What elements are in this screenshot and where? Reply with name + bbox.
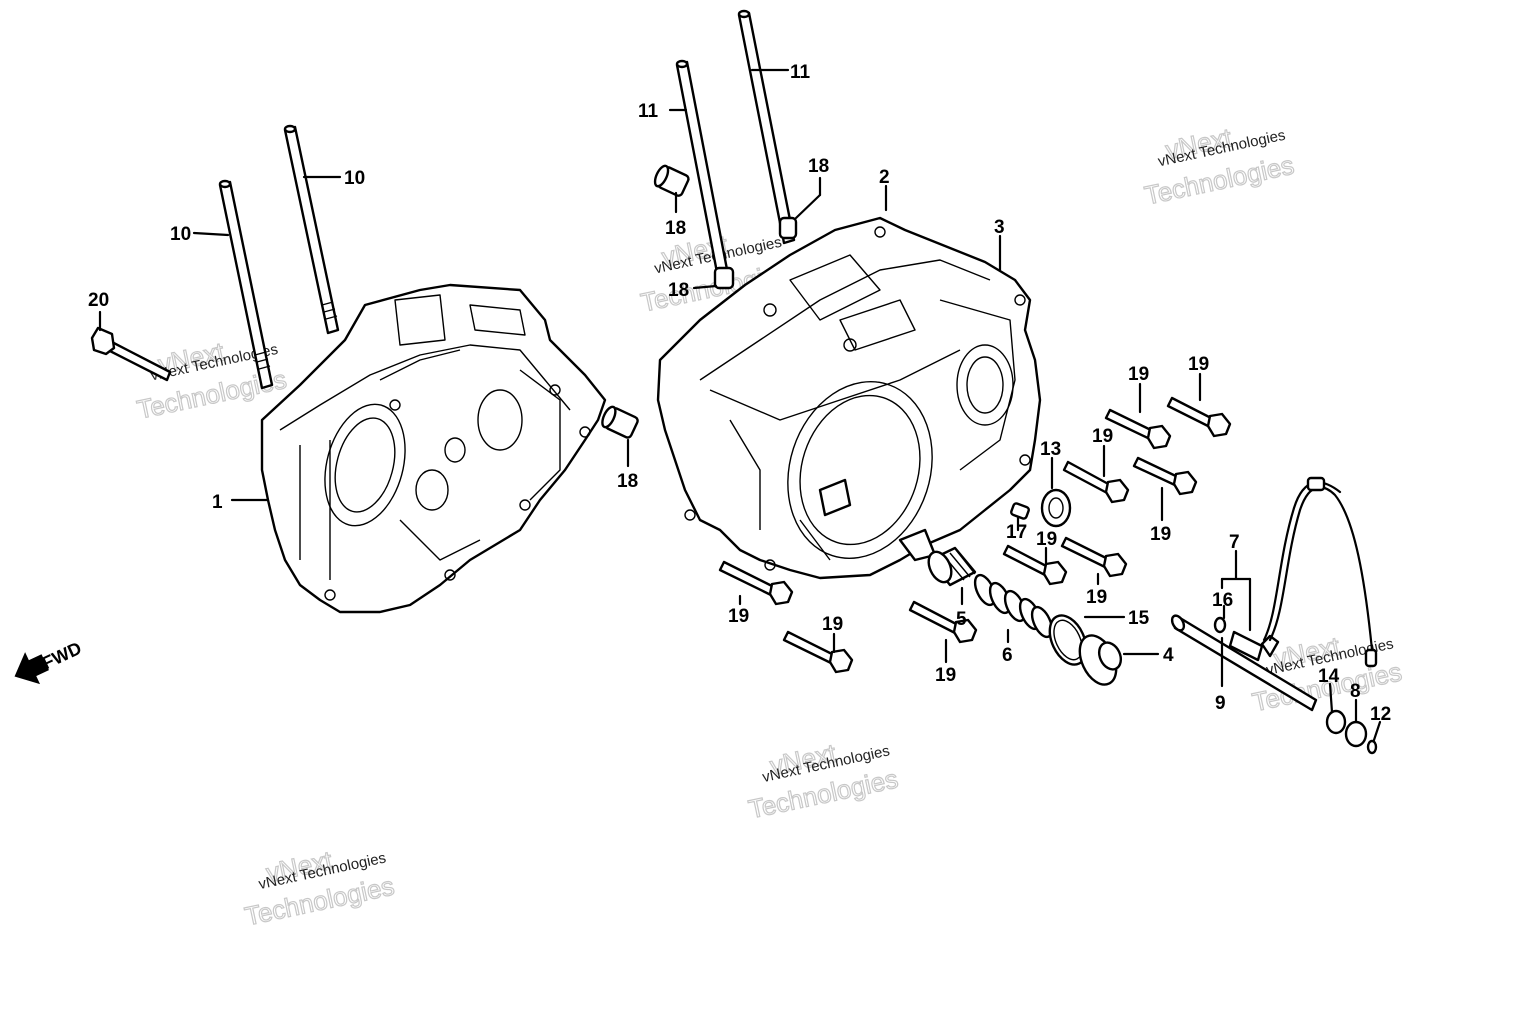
callout-11-left: 11 [638, 101, 659, 122]
small-parts [927, 488, 1123, 686]
stud-11-right [737, 9, 796, 245]
bolt-19-a [1104, 408, 1172, 450]
callout-16: 16 [1212, 590, 1233, 611]
o-ring-15 [1048, 614, 1088, 666]
dowel-pin-18-top [653, 164, 690, 197]
switch-wire [1262, 476, 1378, 668]
callout-20: 20 [88, 290, 109, 311]
watermark-top-right: vNext Technologies vNext Technologies [1141, 121, 1297, 211]
callout-15: 15 [1128, 608, 1150, 629]
leader-lines [98, 68, 1382, 742]
left-crankcase-half [260, 283, 607, 614]
bolt-19-f [1060, 536, 1128, 578]
callout-labels: 1 2 3 4 5 6 7 8 9 12 13 14 15 16 17 20 1… [88, 62, 1391, 725]
shaft-and-switch [1170, 476, 1378, 755]
callout-19-d: 19 [1150, 524, 1171, 545]
bolt-19-c [1062, 460, 1130, 504]
stud-10-right [283, 124, 340, 335]
spring-6 [973, 573, 1054, 639]
bolt-19-g [718, 560, 794, 606]
drain-plug-4 [1078, 634, 1123, 686]
callout-13: 13 [1040, 439, 1061, 460]
callout-11-right: 11 [790, 62, 811, 83]
callout-19-b: 19 [1188, 354, 1209, 375]
collar-14 [1325, 709, 1347, 735]
callout-18-case: 18 [668, 280, 689, 301]
forward-arrow-icon [14, 652, 49, 685]
callout-19-a: 19 [1128, 364, 1149, 385]
forward-label: FWD [39, 638, 85, 673]
callout-12: 12 [1370, 704, 1391, 725]
callout-9: 9 [1215, 693, 1226, 714]
callout-7: 7 [1229, 532, 1240, 553]
bolt-19-d [1132, 456, 1198, 496]
callout-18-top-right: 18 [808, 156, 829, 177]
callout-19-g: 19 [728, 606, 749, 627]
callout-14: 14 [1318, 666, 1340, 687]
callout-10-right: 10 [344, 168, 365, 189]
bolt-19-h [782, 630, 854, 674]
bolt-19-i [908, 600, 978, 644]
watermark-bottom-left: vNext Technologies vNext Technologies [242, 844, 398, 932]
forward-arrow: FWD [14, 638, 85, 685]
callout-17: 17 [1006, 522, 1027, 543]
callout-2: 2 [879, 167, 890, 188]
callout-1: 1 [212, 492, 223, 513]
callout-18-left: 18 [617, 471, 638, 492]
dowel-pin-18-stud [778, 216, 798, 240]
watermark-bottom-center: vNext Technologies vNext Technologies [745, 737, 901, 825]
callout-4: 4 [1163, 645, 1174, 666]
callout-19-h: 19 [822, 614, 843, 635]
oil-strainer-5 [927, 546, 977, 587]
neutral-switch-7 [1228, 630, 1280, 662]
callout-5: 5 [956, 609, 967, 630]
clip-12 [1366, 739, 1378, 755]
callout-3: 3 [994, 217, 1005, 238]
bolt-19-e [1002, 544, 1068, 586]
shaft-9 [1170, 614, 1318, 712]
callout-18-top-left: 18 [665, 218, 686, 239]
nut-8 [1344, 720, 1368, 748]
callout-19-i: 19 [935, 665, 956, 686]
dowel-pin-18-case [713, 266, 735, 290]
callout-8: 8 [1350, 681, 1361, 702]
dowel-pin-18-left [601, 405, 639, 439]
bolt-20 [90, 326, 172, 382]
dowel-pins [601, 164, 798, 439]
oil-seal-13 [1040, 488, 1072, 528]
callout-6: 6 [1002, 645, 1013, 666]
callout-10-left: 10 [170, 224, 191, 245]
callout-19-e: 19 [1036, 529, 1057, 550]
flange-bolts-19 [718, 396, 1232, 674]
callout-19-f: 19 [1086, 587, 1107, 608]
washer-16 [1213, 616, 1227, 634]
pin-17 [1010, 502, 1030, 520]
bolt-19-b [1166, 396, 1232, 438]
right-crankcase-half [656, 216, 1042, 580]
stud-10-left [218, 179, 274, 390]
callout-19-c: 19 [1092, 426, 1113, 447]
